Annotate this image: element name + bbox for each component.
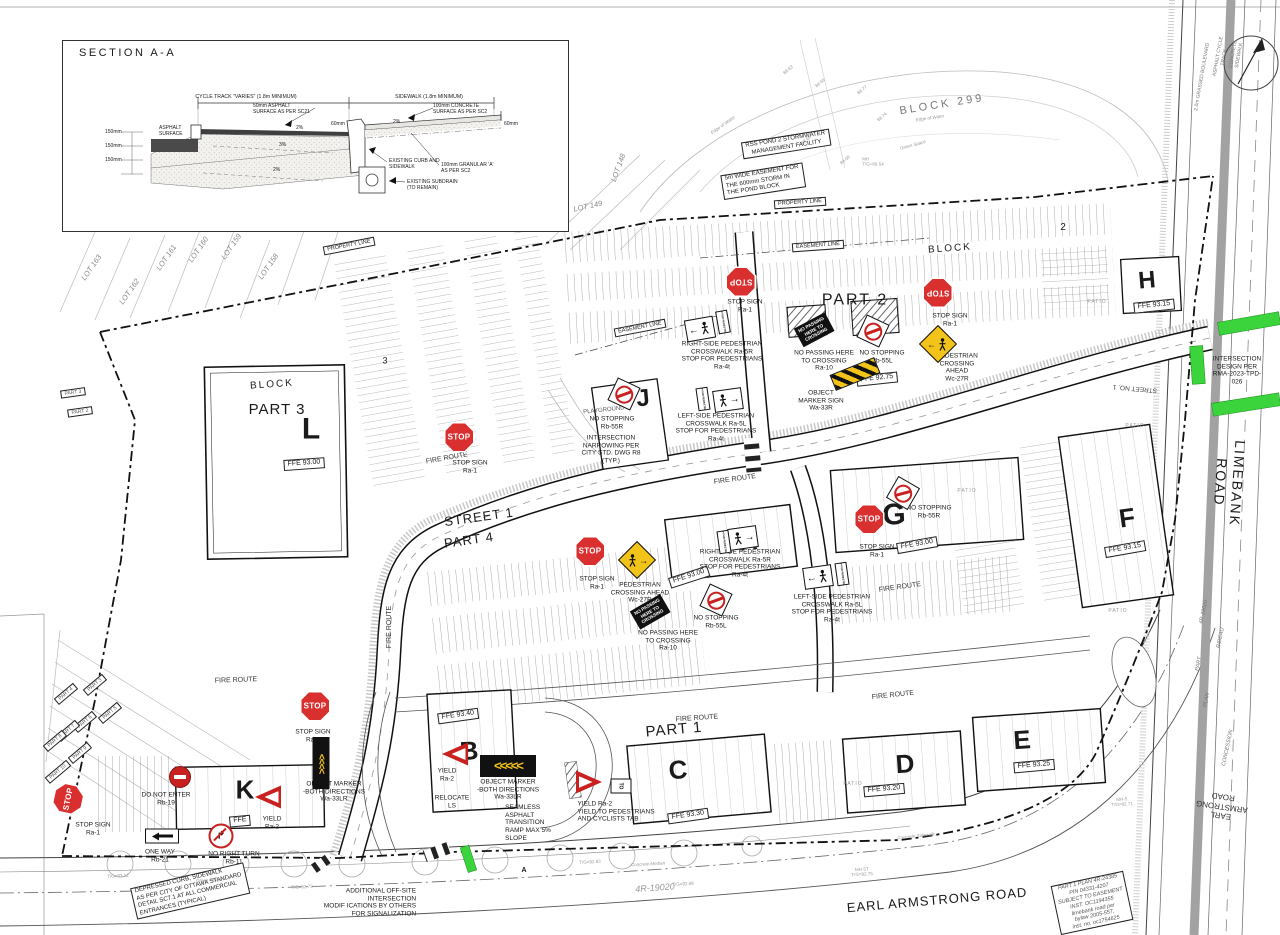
dim-150mm: 150mm: [105, 157, 122, 163]
ann-granular: 100mm GRANULAR 'A' AS PER SC2: [441, 162, 494, 175]
ann-existing-curb: EXISTING CURB AND SIDEWALK: [389, 158, 440, 171]
pedestrian-crosswalk-sign-icon: →: [712, 387, 744, 413]
building-C-outline: [626, 733, 772, 825]
parking-field-west: [333, 224, 576, 487]
object-marker-chevron-icon: <<<<<: [480, 755, 536, 777]
pond-contours: [639, 37, 1169, 213]
one-way-sign-icon: [145, 828, 179, 844]
dim-sidewalk: SIDEWALK (1.8m MINIMUM): [395, 94, 463, 100]
property-boundary: [61, 175, 1214, 859]
yield-sign-icon: [255, 785, 281, 809]
slope-label: 3%: [279, 142, 287, 148]
stop-sign-icon: STOP: [299, 690, 331, 722]
parking-field-misc: [92, 250, 1110, 832]
dim-150mm: 150mm: [105, 143, 122, 149]
limebank-road: [1132, 0, 1277, 935]
stop-sign-icon: STOP: [50, 781, 87, 818]
north-arrow-icon: [1223, 35, 1279, 91]
yield-to-pedestrians-tab-icon: TO: [610, 778, 632, 794]
dim-cycle-track: CYCLE TRACK "VARIES" (1.8m MINIMUM): [195, 94, 297, 100]
building-K-outline: [174, 764, 326, 830]
do-not-enter-sign-icon: [169, 766, 191, 788]
stop-sign-icon: STOP: [443, 421, 475, 453]
building-H-outline: [1119, 255, 1183, 315]
parking-field-center: [425, 544, 707, 712]
stop-sign-icon: STOP: [574, 535, 606, 567]
street-1-road: [329, 318, 1213, 862]
section-title: SECTION A-A: [79, 47, 177, 59]
north-branch-drive: [734, 231, 772, 453]
dim-60mm: 60mm: [504, 121, 518, 127]
ann-subdrain: EXISTING SUBDRAIN (TO REMAIN): [407, 179, 458, 192]
building-D-outline: [841, 730, 967, 814]
parking-field-north: [560, 203, 1116, 344]
stop-sign-icon: STOP: [726, 267, 757, 298]
stop-sign-icon: STOP: [853, 503, 885, 535]
building-L-outline: [203, 363, 349, 561]
ann-asphalt-50mm: 50mm ASPHALT SURFACE AS PER SC21: [253, 103, 310, 116]
pedestrian-crosswalk-sign-icon: ←: [802, 564, 834, 590]
section-detail-box: SECTION A-A CYCLE TRACK "VARIES" (1.8m M…: [62, 40, 569, 232]
slope-label: 2%: [393, 119, 401, 125]
dim-60mm: 60mm: [331, 121, 345, 127]
pedestrian-crosswalk-sign-icon: ←: [683, 315, 717, 343]
building-E-outline: [971, 707, 1107, 793]
building-F-outline: [1057, 423, 1175, 609]
stop-sign-icon: STOP: [923, 278, 954, 309]
pedestrian-crossing-ahead-icon: ←: [918, 324, 958, 364]
ann-asphalt-surface: ASPHALT SURFACE: [159, 125, 183, 138]
yield-sign-icon: [442, 742, 468, 766]
yield-sign-icon: [576, 770, 602, 794]
pedestrian-crosswalk-sign-icon: →: [727, 525, 759, 551]
object-marker-chevron-icon: <<<<: [312, 737, 330, 789]
crosswalk-zebra: [310, 437, 762, 873]
no-right-turn-sign-icon: ↱: [208, 823, 234, 849]
section-drawing: [121, 97, 502, 194]
slope-label: 2%: [273, 167, 281, 173]
pedestrian-crossing-ahead-icon: →: [617, 540, 657, 580]
ann-concrete-100mm: 100mm CONCRETE SURFACE AS PER SC2: [433, 103, 488, 116]
dim-150mm: 150mm: [105, 129, 122, 135]
slope-label: 2%: [296, 125, 304, 131]
building-B-outline: [426, 689, 518, 813]
